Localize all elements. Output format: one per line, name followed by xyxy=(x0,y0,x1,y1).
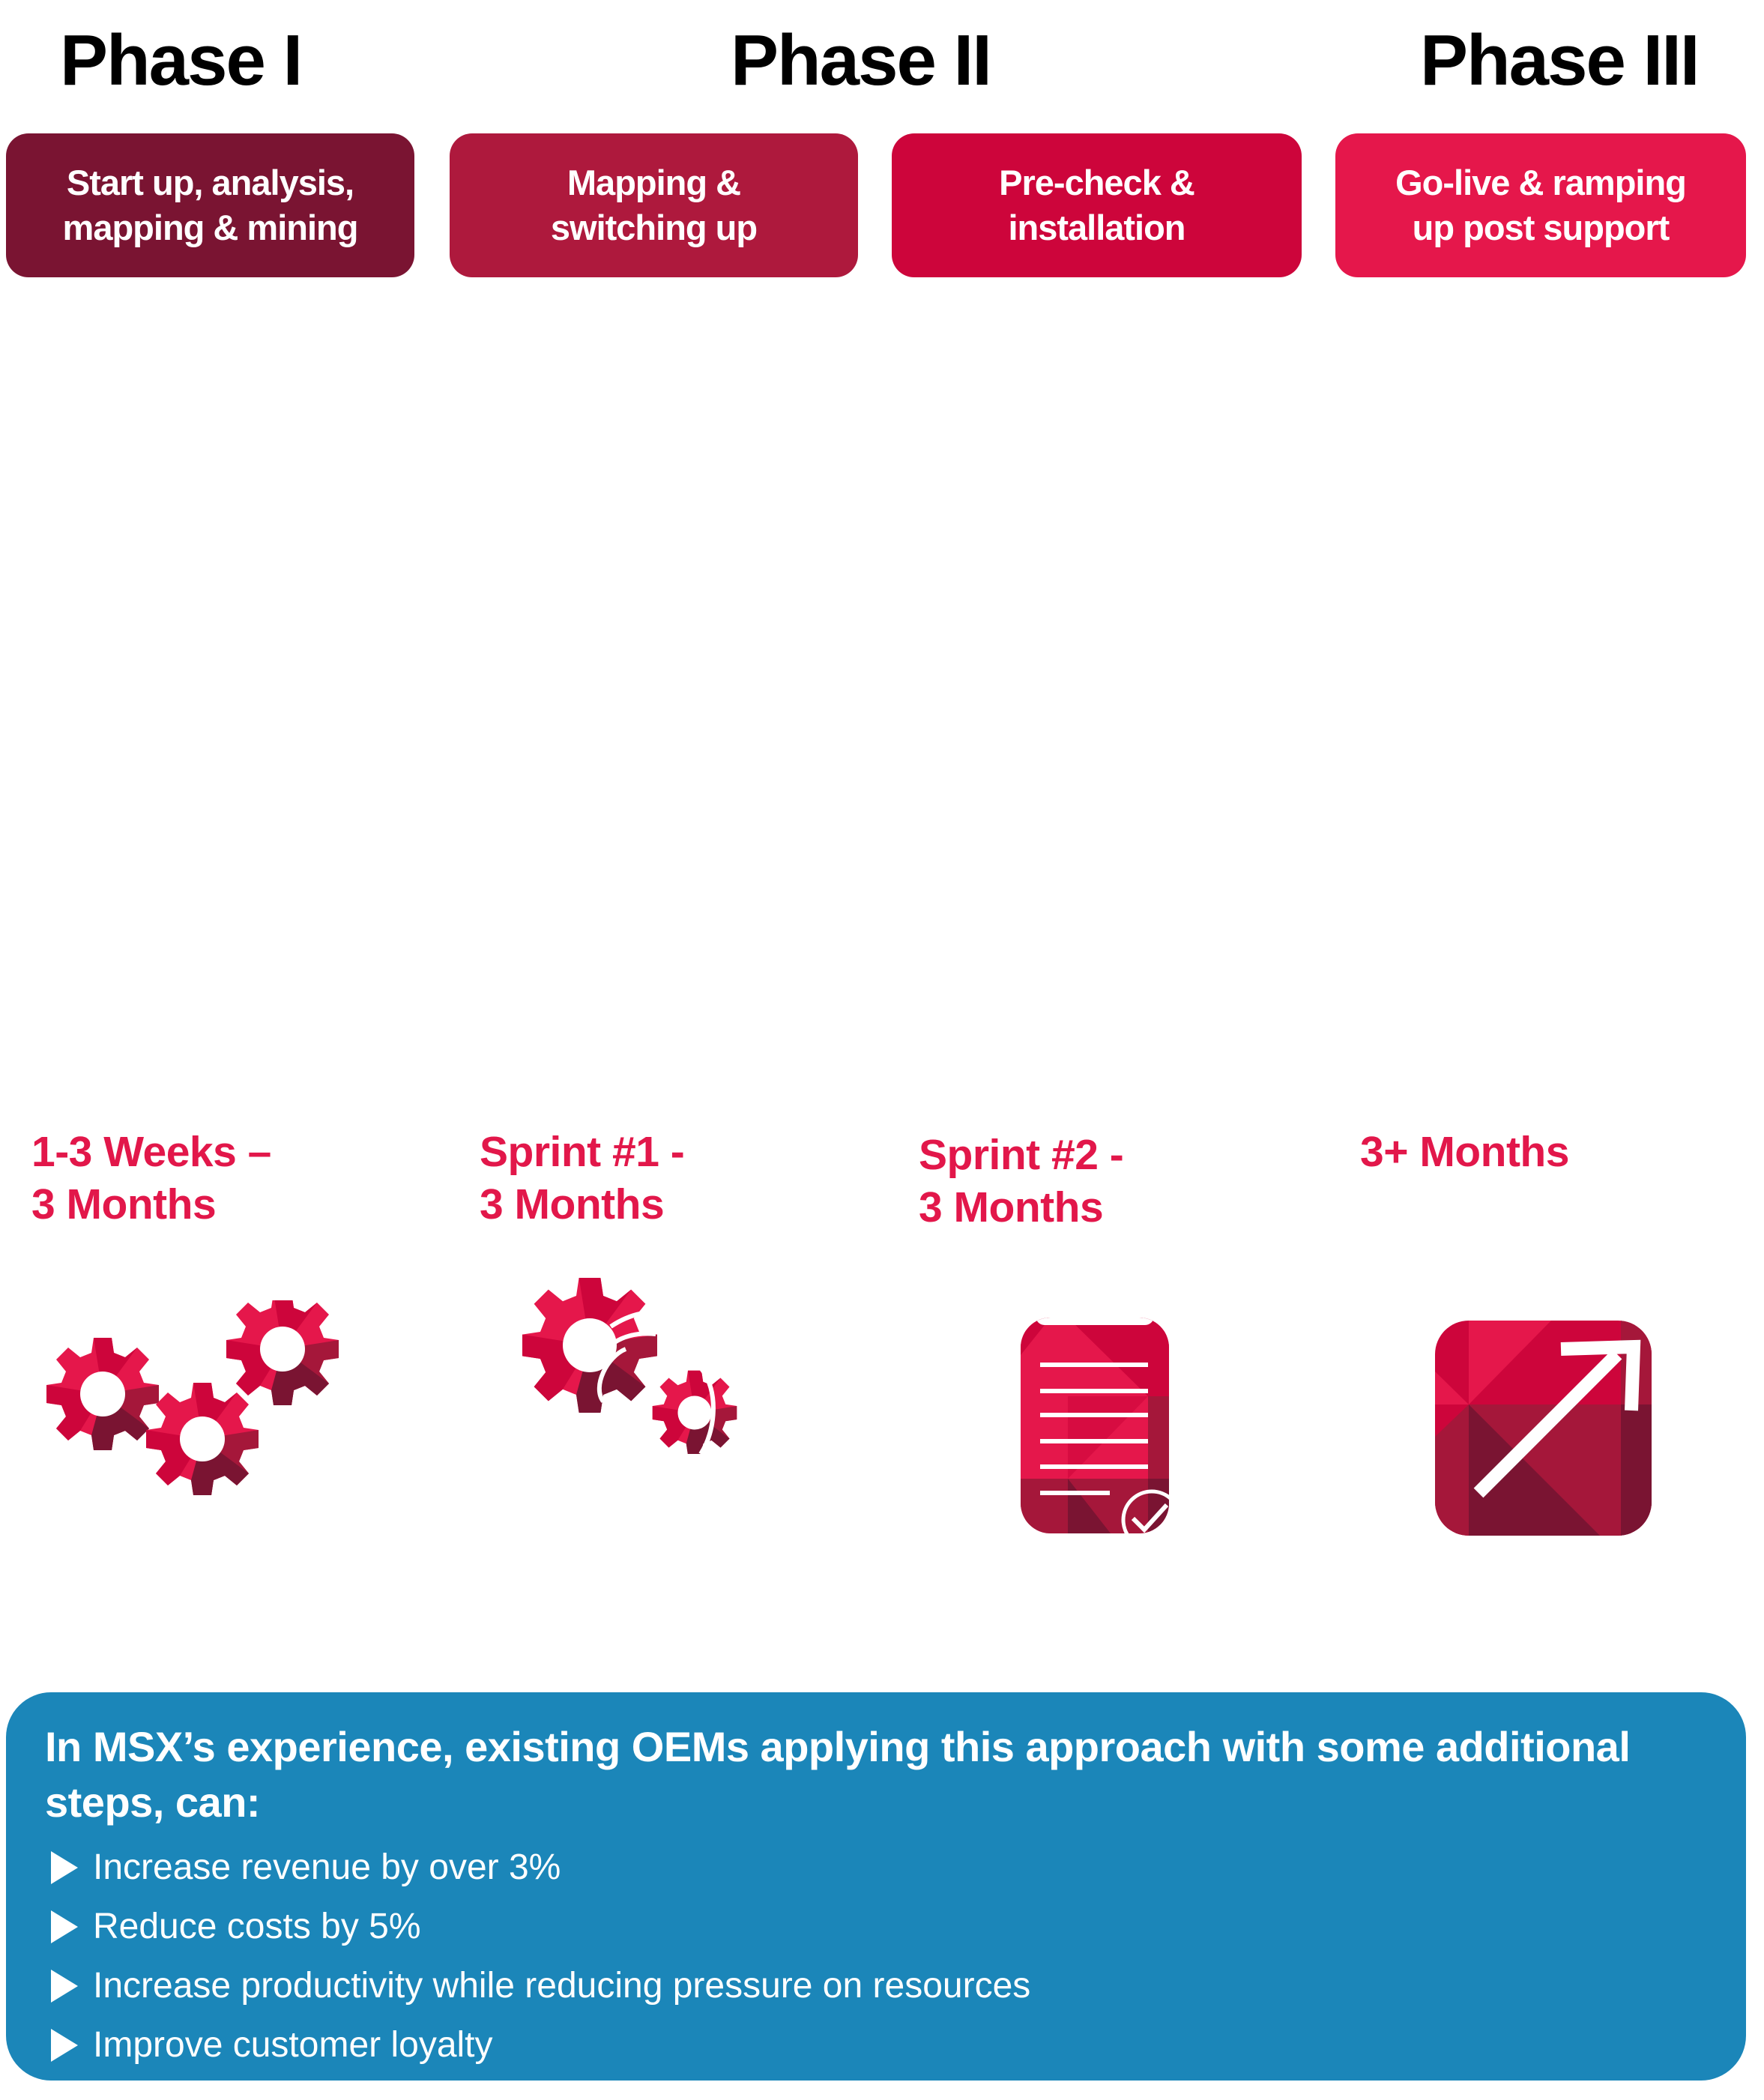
step-box-startup: Start up, analysis, mapping & mining xyxy=(6,133,414,277)
duration-phase1: 1-3 Weeks – 3 Months xyxy=(31,1126,271,1231)
info-bullet: Increase productivity while reducing pre… xyxy=(45,1956,1709,2015)
triangle-bullet-icon xyxy=(51,1969,78,2003)
checklist-document-icon xyxy=(1021,1318,1169,1533)
duration-line2: 3 Months xyxy=(919,1183,1104,1231)
duration-line2: 3 Months xyxy=(480,1180,665,1228)
step-label-line2: switching up xyxy=(550,208,758,247)
phase-title-3: Phase III xyxy=(1420,20,1700,100)
step-label-line2: installation xyxy=(1008,208,1185,247)
info-bullet-text: Improve customer loyalty xyxy=(93,2025,493,2065)
triangle-bullet-icon xyxy=(51,1910,78,1943)
step-box-mapping: Mapping & switching up xyxy=(450,133,858,277)
growth-arrow-icon xyxy=(1435,1321,1652,1536)
triangle-bullet-icon xyxy=(51,1850,78,1884)
duration-sprint1: Sprint #1 - 3 Months xyxy=(480,1126,685,1231)
info-bullet-list: Increase revenue by over 3% Reduce costs… xyxy=(45,1838,1709,2075)
duration-line2: 3 Months xyxy=(31,1180,217,1228)
duration-line1: 3+ Months xyxy=(1360,1128,1569,1176)
info-bullet-text: Increase revenue by over 3% xyxy=(93,1847,561,1887)
info-bullet: Improve customer loyalty xyxy=(45,2015,1709,2075)
duration-golive: 3+ Months xyxy=(1360,1126,1569,1178)
duration-line1: Sprint #2 - xyxy=(919,1131,1124,1179)
phase-title-2: Phase II xyxy=(731,20,992,100)
info-callout: In MSX’s experience, existing OEMs apply… xyxy=(6,1692,1746,2081)
step-label-line1: Go-live & ramping xyxy=(1395,163,1687,202)
info-bullet: Increase revenue by over 3% xyxy=(45,1838,1709,1897)
info-heading: In MSX’s experience, existing OEMs apply… xyxy=(45,1723,1631,1826)
step-label-line1: Mapping & xyxy=(567,163,741,202)
info-bullet-text: Increase productivity while reducing pre… xyxy=(93,1966,1031,2006)
triangle-bullet-icon xyxy=(51,2028,78,2062)
step-box-golive: Go-live & ramping up post support xyxy=(1335,133,1746,277)
phase-title-1: Phase I xyxy=(60,20,303,100)
duration-sprint2: Sprint #2 - 3 Months xyxy=(919,1129,1124,1234)
switching-gears-icon xyxy=(522,1278,737,1454)
duration-line1: Sprint #1 - xyxy=(480,1128,685,1176)
info-bullet: Reduce costs by 5% xyxy=(45,1897,1709,1956)
step-label-line1: Start up, analysis, xyxy=(66,163,354,202)
duration-line1: 1-3 Weeks – xyxy=(31,1128,271,1176)
step-label-line2: mapping & mining xyxy=(62,208,359,247)
step-label-line1: Pre-check & xyxy=(999,163,1195,202)
step-box-precheck: Pre-check & installation xyxy=(892,133,1302,277)
info-bullet-text: Reduce costs by 5% xyxy=(93,1907,421,1946)
three-gears-icon xyxy=(46,1300,339,1495)
step-label-line2: up post support xyxy=(1412,208,1670,247)
